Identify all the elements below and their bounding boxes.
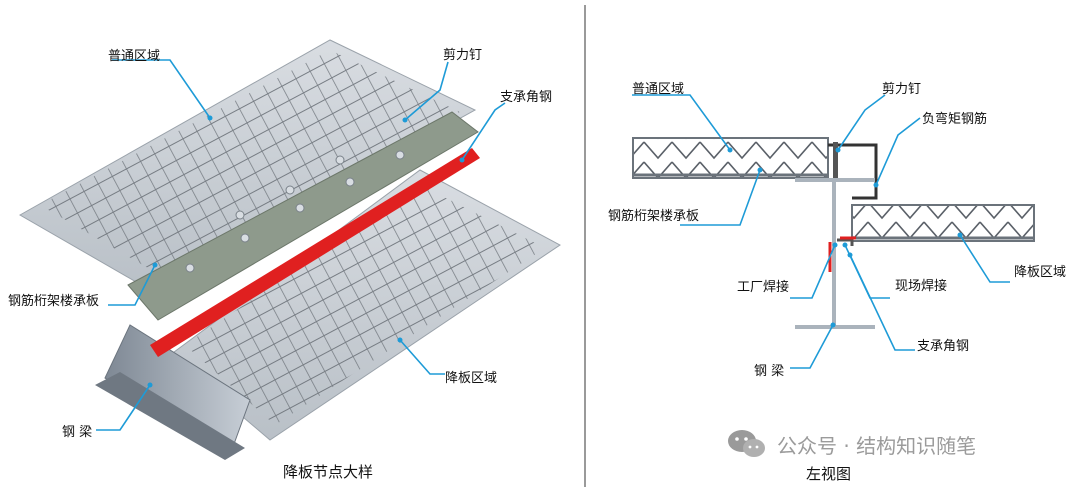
lower-truss-deck	[851, 204, 1035, 242]
label-right-normal-zone: 普通区域	[632, 82, 685, 97]
label-right-factory-weld: 工厂焊接	[737, 280, 790, 295]
concrete-strip	[127, 111, 479, 321]
watermark-text: 公众号 · 结构知识随笔	[777, 434, 977, 458]
support-angle-red	[150, 148, 480, 357]
label-right-lowered-zone: 降板区域	[1014, 265, 1067, 280]
left-caption: 降板节点大样	[283, 463, 374, 481]
wechat-icon	[727, 427, 767, 461]
label-right-negative-rebar: 负弯矩钢筋	[922, 112, 988, 127]
right-caption: 左视图	[806, 465, 852, 483]
beam-web	[832, 182, 836, 325]
upper-truss-deck	[632, 137, 829, 179]
right-leader-lines	[632, 94, 1010, 369]
left-isometric-view	[18, 39, 561, 460]
lower-rebar-mesh	[185, 185, 545, 425]
shear-stud-side	[833, 142, 838, 178]
beam-bottom-flange	[795, 325, 875, 329]
support-angle-side	[837, 238, 854, 246]
shear-studs	[185, 150, 405, 273]
right-side-view	[632, 94, 1035, 369]
left-leader-lines	[96, 59, 506, 431]
label-left-truss-deck: 钢筋桁架楼承板	[8, 294, 100, 309]
negative-moment-rebar	[828, 143, 878, 200]
label-left-support-angle: 支承角钢	[500, 90, 553, 105]
label-right-truss-deck: 钢筋桁架楼承板	[608, 209, 700, 224]
label-left-shear-stud: 剪力钉	[443, 48, 483, 63]
label-right-shear-stud: 剪力钉	[882, 82, 922, 97]
label-right-support-angle: 支承角钢	[917, 339, 970, 354]
steel-beam-flange	[95, 372, 245, 460]
label-right-site-weld: 现场焊接	[895, 279, 948, 294]
upper-rebar-mesh	[40, 50, 460, 275]
label-left-normal-zone: 普通区域	[108, 49, 161, 64]
beam-top-flange	[795, 178, 875, 182]
label-right-steel-beam: 钢 梁	[754, 364, 785, 379]
label-left-steel-beam: 钢 梁	[62, 425, 93, 440]
label-left-lowered-zone: 降板区域	[445, 371, 498, 386]
